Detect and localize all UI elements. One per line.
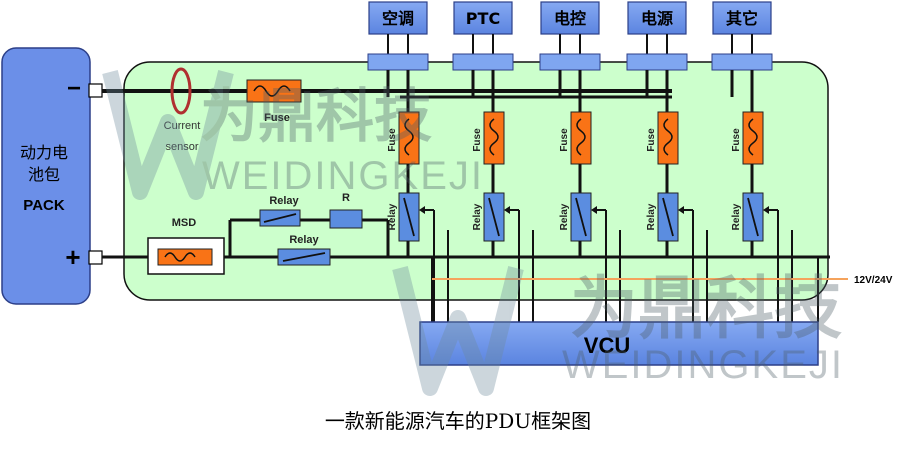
- watermark-logo-icon: [102, 70, 234, 200]
- load-box: [627, 1, 687, 35]
- branch-fuse-label: Fuse: [559, 128, 570, 152]
- load-box: [368, 1, 428, 35]
- resistor-label: R: [342, 192, 350, 204]
- branch-fuse-label: Fuse: [472, 128, 483, 152]
- branch-fuse-label: Fuse: [646, 128, 657, 152]
- current-sensor-label-1: Current: [164, 120, 201, 132]
- figure-caption: 一款新能源汽车的PDU框架图: [325, 409, 591, 433]
- load-label: 电源: [641, 9, 673, 28]
- msd-label: MSD: [172, 217, 197, 229]
- pack-label-line1: 动力电: [20, 143, 68, 162]
- watermark-cn-top: 为鼎科技: [200, 82, 432, 150]
- main-fuse-label: Fuse: [264, 112, 290, 124]
- load-label: PTC: [466, 9, 500, 28]
- negative-bus: [102, 89, 672, 99]
- low-voltage-label: 12V/24V: [854, 275, 893, 286]
- watermark-logo-icon-2: [392, 266, 524, 396]
- branch-fuse-label: Fuse: [387, 128, 398, 152]
- branch-relay-label: Relay: [646, 203, 657, 230]
- branch-relay-label: Relay: [559, 203, 570, 230]
- pack-label-line2: 池包: [28, 165, 60, 184]
- watermark-en-top: WEIDINGKEJI: [202, 154, 484, 198]
- precharge-relay-label: Relay: [269, 195, 299, 207]
- watermark-top: 为鼎科技 WEIDINGKEJI: [102, 70, 484, 200]
- load-box: [712, 1, 772, 35]
- watermark-cn-bottom: 为鼎科技: [570, 270, 842, 349]
- connector: [711, 53, 773, 71]
- plus-terminal-sign: +: [65, 242, 80, 272]
- watermark-en-bottom: WEIDINGKEJI: [562, 343, 844, 387]
- connector: [626, 53, 688, 71]
- connector: [367, 53, 429, 71]
- minus-terminal-sign: −: [67, 75, 81, 102]
- branch-relay-label: Relay: [731, 203, 742, 230]
- vcu-label: VCU: [584, 333, 630, 358]
- connector: [539, 53, 601, 71]
- main-relay-label: Relay: [289, 234, 319, 246]
- load-label: 空调: [382, 9, 414, 28]
- branch-relay-label: Relay: [387, 203, 398, 230]
- load-box: [540, 1, 600, 35]
- load-label: 其它: [726, 9, 758, 28]
- precharge-resistor: [329, 209, 363, 229]
- minus-terminal: [88, 83, 103, 98]
- plus-terminal: [88, 250, 103, 265]
- branch-relay-label: Relay: [472, 203, 483, 230]
- current-sensor-label-2: sensor: [165, 141, 198, 153]
- watermark-bottom: 为鼎科技 WEIDINGKEJI: [392, 266, 844, 396]
- load-box: [453, 1, 513, 35]
- pack-label-en: PACK: [23, 197, 65, 214]
- branch-fuse-label: Fuse: [731, 128, 742, 152]
- vcu-box: [419, 321, 819, 366]
- battery-pack: [1, 47, 91, 305]
- load-label: 电控: [554, 9, 586, 28]
- current-sensor: [170, 67, 192, 115]
- connector: [452, 53, 514, 71]
